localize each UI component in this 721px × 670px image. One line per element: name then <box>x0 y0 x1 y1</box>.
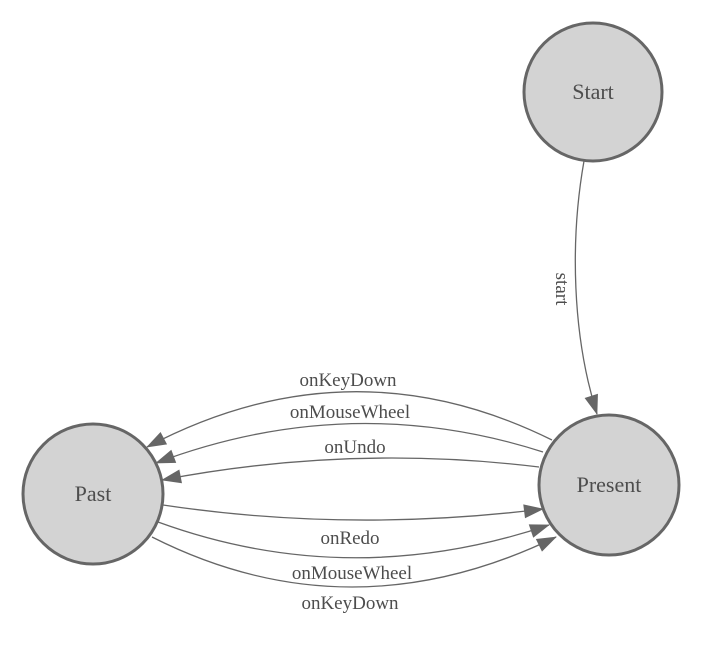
transition-edge-onkeydown-to-past <box>146 391 553 448</box>
transition-label-onredo-to-present: onRedo <box>320 528 379 549</box>
transition-label-start: start <box>551 273 572 306</box>
transition-edge-onmousewheel-to-present <box>157 521 550 559</box>
transition-edge-onredo-to-present <box>162 504 544 521</box>
transition-label-onmousewheel-to-past: onMouseWheel <box>290 402 410 423</box>
transition-edge-onundo-to-past <box>161 457 540 484</box>
state-node-present-label: Present <box>577 472 642 497</box>
state-node-start: Start <box>522 21 664 163</box>
transition-edge-onkeydown-to-present <box>151 536 557 588</box>
state-node-start-circle <box>522 21 664 163</box>
transition-label-onmousewheel-to-present: onMouseWheel <box>292 563 412 584</box>
transition-label-onkeydown-to-present: onKeyDown <box>301 593 399 614</box>
transition-label-onkeydown-to-past: onKeyDown <box>299 370 397 391</box>
state-node-past-circle <box>21 422 165 566</box>
transition-label-onundo-to-past: onUndo <box>324 437 385 458</box>
state-node-past-label: Past <box>75 481 112 506</box>
transition-edge-start <box>574 160 598 415</box>
transition-edge-onmousewheel-to-past <box>155 422 544 464</box>
state-node-start-label: Start <box>572 79 614 104</box>
state-node-present: Present <box>537 413 681 557</box>
state-node-past: Past <box>21 422 165 566</box>
state-node-present-circle <box>537 413 681 557</box>
